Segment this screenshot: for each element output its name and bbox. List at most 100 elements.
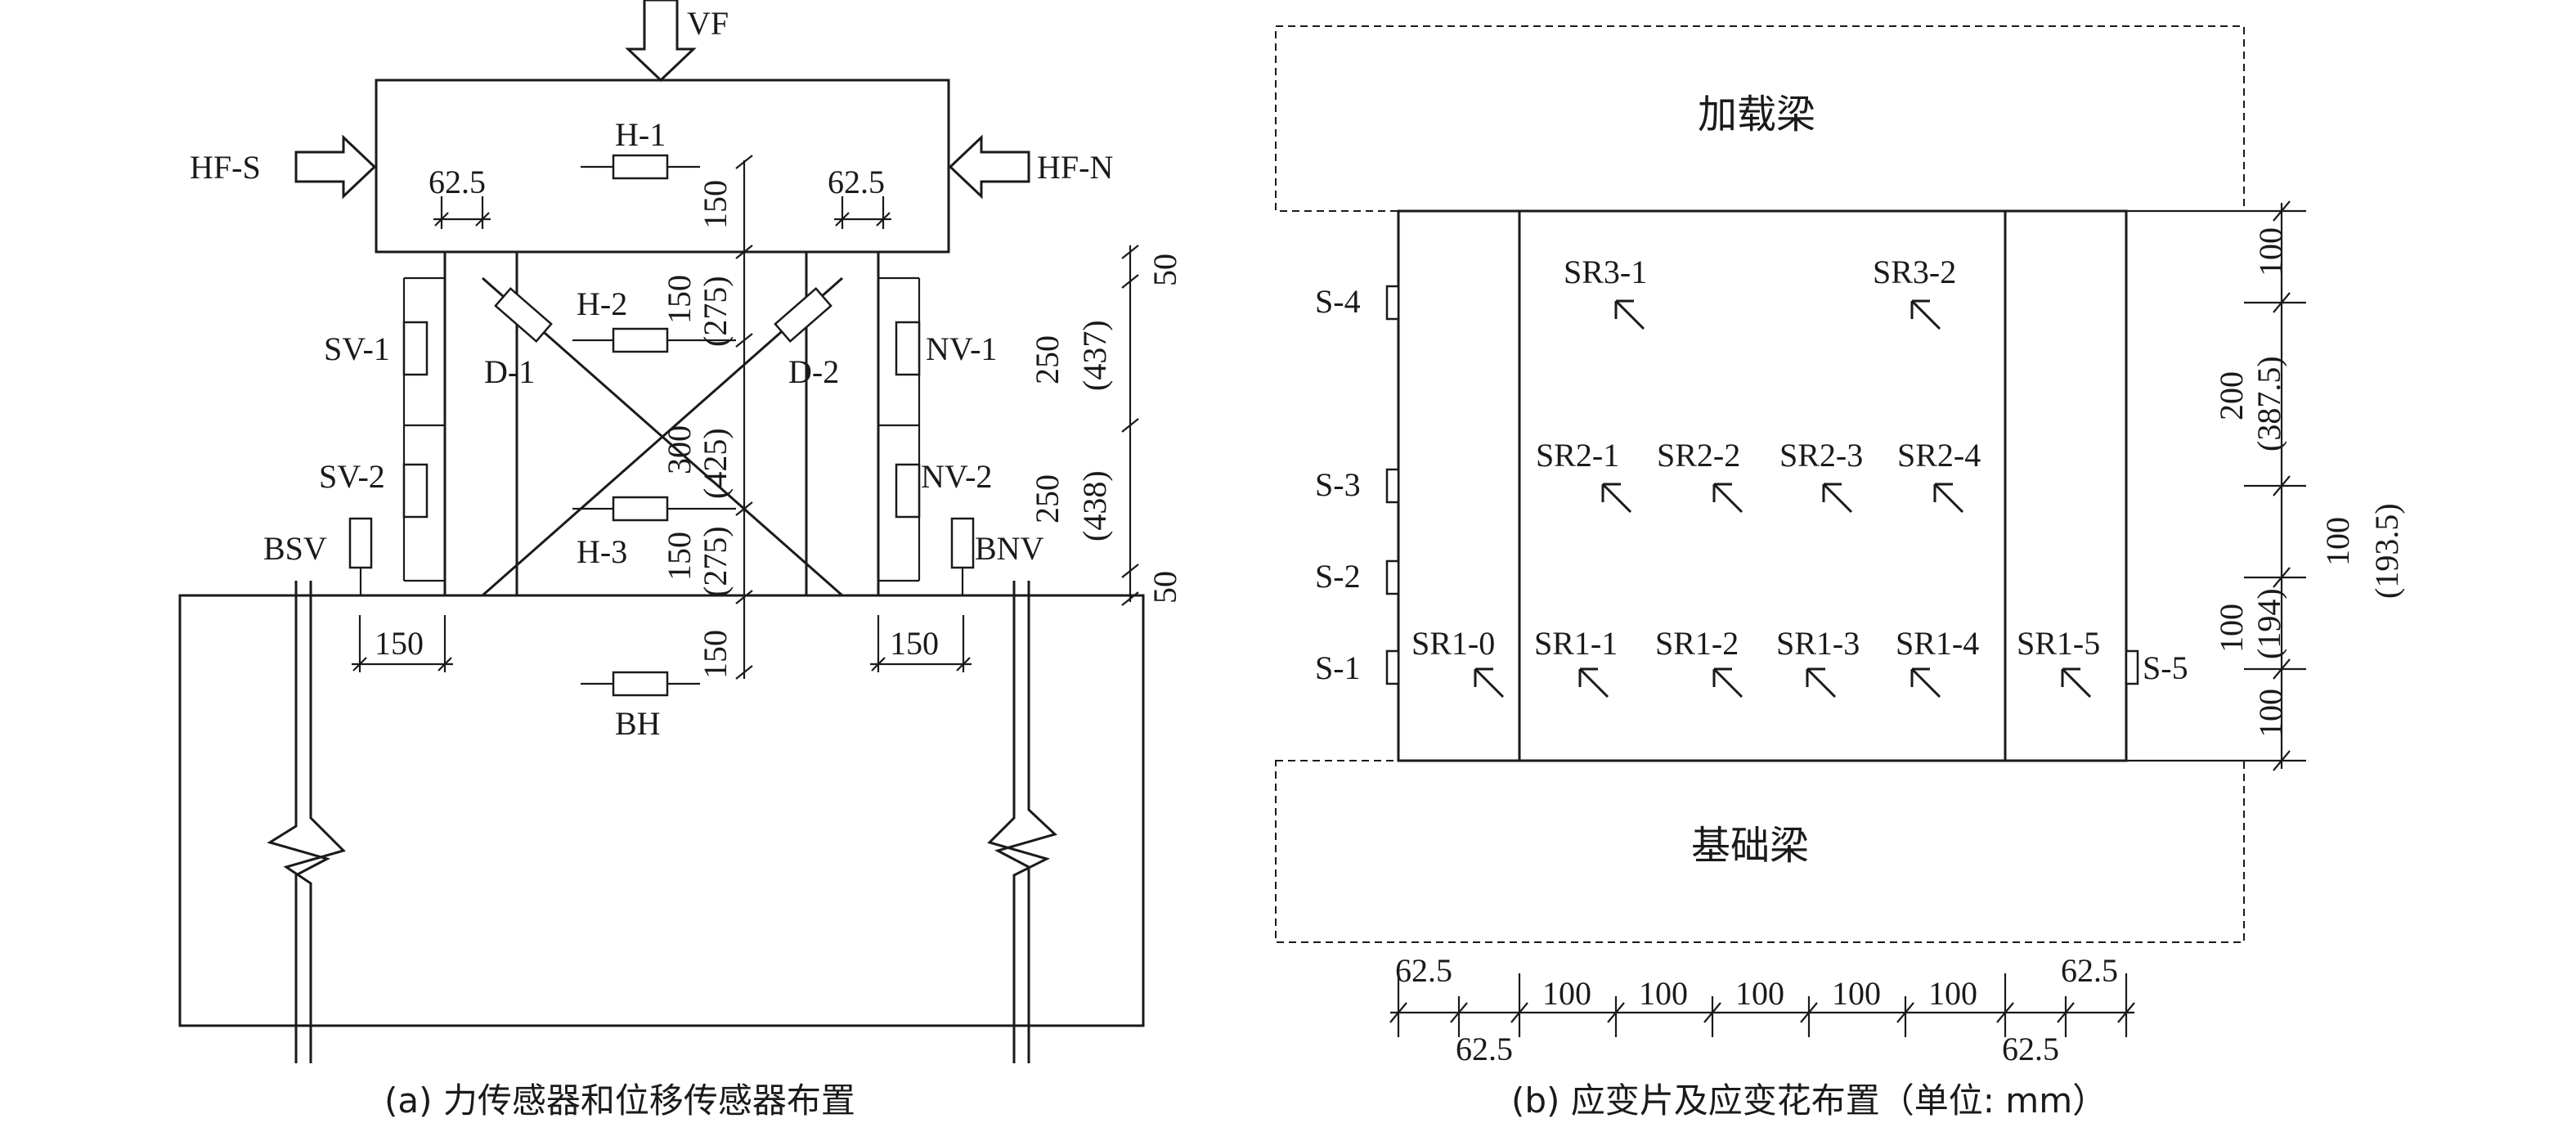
dim-v3b: (425)	[697, 428, 734, 499]
gauge-s1	[1385, 649, 1400, 685]
dim-top-left-62-5: 62.5	[429, 164, 486, 200]
dim-right-193-5: (193.5)	[2368, 503, 2405, 599]
dim-right-100b: 100	[2319, 517, 2356, 566]
label-d1: D-1	[484, 353, 535, 390]
rosette-arrow-icon	[1712, 483, 1744, 514]
dim-bottom-right-150: 150	[890, 625, 939, 662]
label-foundation-beam: 基础梁	[1691, 823, 1809, 869]
rosette-sr3-2: SR3-2	[1873, 254, 1956, 330]
svg-text:SR2-3: SR2-3	[1779, 437, 1863, 474]
rosette-sr2-1: SR2-1	[1536, 437, 1632, 514]
rosette-sr1-4: SR1-4	[1896, 625, 1979, 699]
label-vf: VF	[687, 5, 729, 42]
dim-bottom-100-1: 100	[1542, 975, 1591, 1012]
dim-bottom-100-3: 100	[1735, 975, 1784, 1012]
label-d2: D-2	[788, 353, 839, 390]
rosette-arrow-icon	[1474, 667, 1505, 699]
svg-text:SR2-4: SR2-4	[1897, 437, 1981, 474]
sensor-h3	[612, 496, 669, 522]
hf-s-arrow-icon	[294, 134, 377, 200]
svg-text:SR2-2: SR2-2	[1657, 437, 1740, 474]
rosette-sr1-1: SR1-1	[1534, 625, 1618, 699]
sensor-h1	[612, 154, 669, 180]
dim-r1: 50	[1147, 254, 1183, 286]
dim-v4: 150	[661, 532, 698, 581]
label-hf-n: HF-N	[1037, 149, 1113, 186]
svg-text:SR1-5: SR1-5	[2017, 625, 2100, 662]
sensor-h2	[612, 327, 669, 353]
dim-r4: 50	[1147, 571, 1183, 604]
dim-v1: 150	[697, 180, 734, 229]
dim-bottom-100-4: 100	[1832, 975, 1881, 1012]
caption-b: (b) 应变片及应变花布置（单位: mm）	[1511, 1080, 2107, 1121]
dim-right-100d: 100	[2252, 689, 2289, 738]
sensor-bnv	[950, 517, 975, 569]
sensor-nv2	[895, 463, 921, 519]
sensor-bsv	[348, 517, 373, 569]
label-h3: H-3	[577, 533, 627, 570]
rosette-sr1-2: SR1-2	[1655, 625, 1744, 699]
dim-top-right-62-5: 62.5	[828, 164, 885, 200]
label-s4: S-4	[1315, 283, 1361, 320]
rosette-arrow-icon	[1806, 667, 1837, 699]
rosette-arrow-icon	[2061, 667, 2092, 699]
dim-r3b: (438)	[1076, 470, 1113, 541]
dim-v4b: (275)	[697, 526, 734, 597]
dim-right-100a: 100	[2252, 227, 2289, 276]
label-h1: H-1	[615, 116, 666, 153]
rosette-sr1-3: SR1-3	[1776, 625, 1860, 699]
dim-bottom-62-5-a: 62.5	[1395, 952, 1452, 989]
sensor-d2	[774, 287, 832, 343]
label-s3: S-3	[1315, 466, 1361, 503]
rosette-arrow-icon	[1933, 483, 1964, 514]
svg-text:SR2-1: SR2-1	[1536, 437, 1619, 474]
svg-text:SR1-4: SR1-4	[1896, 625, 1979, 662]
rosette-arrow-icon	[1910, 667, 1941, 699]
rosette-arrow-icon	[1910, 299, 1941, 330]
label-bh: BH	[615, 705, 661, 742]
svg-text:SR3-1: SR3-1	[1564, 254, 1647, 290]
label-s1: S-1	[1315, 649, 1361, 686]
dim-v3: 300	[661, 425, 698, 474]
label-s2: S-2	[1315, 558, 1361, 595]
rosette-sr2-3: SR2-3	[1779, 437, 1863, 514]
dim-bottom-left-150: 150	[375, 625, 424, 662]
gauge-s4	[1385, 285, 1400, 321]
label-nv2: NV-2	[921, 458, 992, 495]
label-sv2: SV-2	[319, 458, 385, 495]
dim-bottom-100-2: 100	[1639, 975, 1688, 1012]
caption-a: (a) 力传感器和位移传感器布置	[384, 1080, 855, 1121]
dim-right-200: 200	[2213, 371, 2250, 420]
label-sv1: SV-1	[324, 330, 390, 367]
specimen-wall	[1397, 209, 2128, 762]
label-bnv: BNV	[975, 530, 1044, 567]
dim-bottom-100-5: 100	[1928, 975, 1977, 1012]
dim-right-194: (194)	[2251, 588, 2287, 659]
dim-r2b: (437)	[1076, 320, 1113, 391]
svg-text:SR1-1: SR1-1	[1534, 625, 1618, 662]
dim-right-100c: 100	[2213, 604, 2250, 653]
gauge-s3	[1385, 468, 1400, 504]
gauge-s5	[2125, 649, 2139, 685]
dim-right-387-5: (387.5)	[2251, 356, 2287, 451]
sensor-d1	[494, 287, 553, 343]
rosette-sr1-0: SR1-0	[1411, 625, 1505, 699]
panel-a: VF HF-S HF-N H-1 62.5 62.5	[178, 0, 1183, 1121]
rosette-sr2-4: SR2-4	[1897, 437, 1981, 514]
foundation-beam-a	[178, 594, 1145, 1027]
right-support-rod	[987, 581, 1057, 1063]
dim-bottom-62-5-e: 62.5	[2061, 952, 2118, 989]
rosette-arrow-icon	[1614, 299, 1645, 330]
label-loading-beam: 加载梁	[1698, 92, 1815, 137]
hf-n-arrow-icon	[948, 134, 1030, 200]
rosette-sr3-1: SR3-1	[1564, 254, 1647, 330]
dim-v5: 150	[697, 630, 734, 679]
label-s5: S-5	[2143, 649, 2188, 686]
rosette-arrow-icon	[1822, 483, 1853, 514]
panel-b: 加载梁 基础梁 S-4 S-3 S-2 S-1 S-5 SR3-1 SR3-2 …	[1275, 25, 2405, 1121]
dim-r3: 250	[1029, 474, 1066, 523]
dim-bottom-62-5-f: 62.5	[2002, 1031, 2059, 1067]
label-bsv: BSV	[263, 530, 327, 567]
gauge-s2	[1385, 559, 1400, 595]
